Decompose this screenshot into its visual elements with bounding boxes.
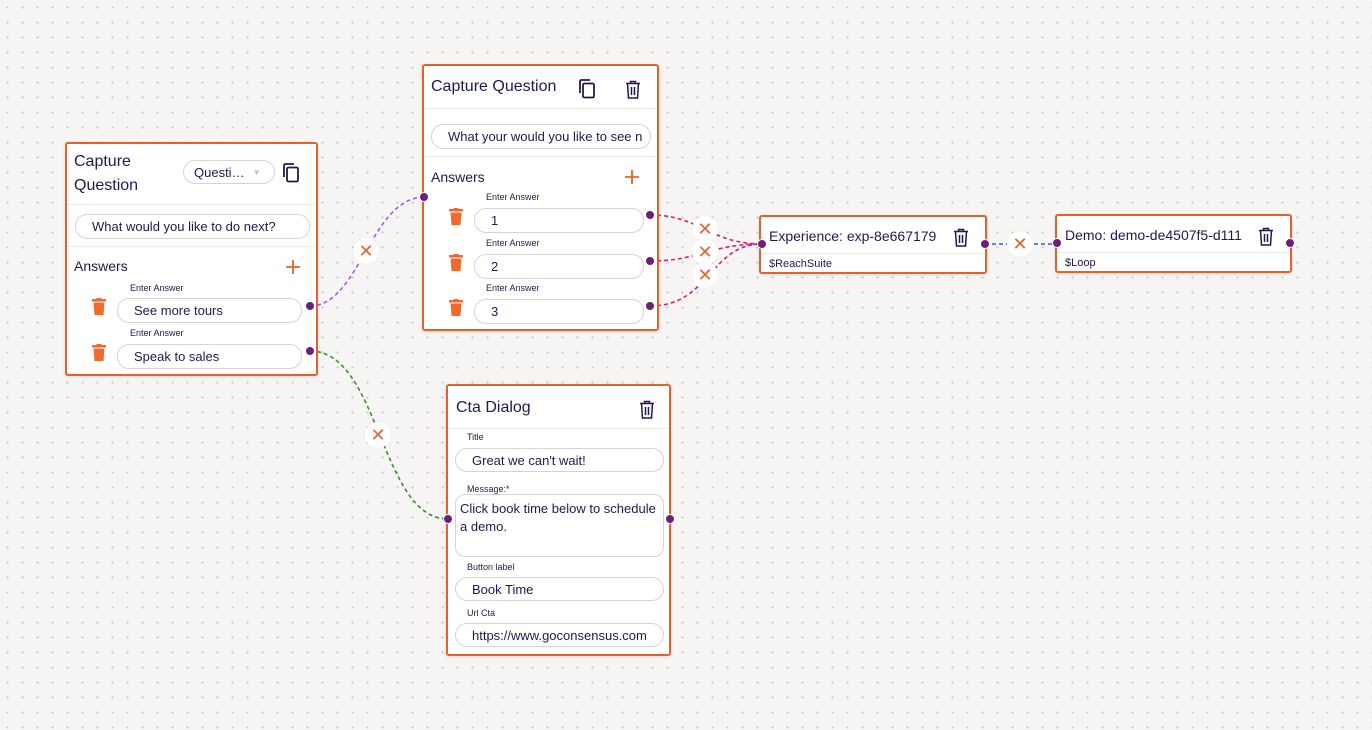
trash-icon: [449, 208, 463, 225]
url-input[interactable]: https://www.goconsensus.com: [455, 623, 664, 647]
x-icon: ✕: [697, 241, 713, 262]
divider: [67, 246, 316, 247]
node-subtitle: $Loop: [1065, 257, 1096, 269]
demo-node[interactable]: Demo: demo-de4507f5-d111 $Loop: [1055, 214, 1292, 273]
add-answer-button[interactable]: [622, 167, 642, 187]
cta-dialog-node[interactable]: Cta Dialog Title Great we can't wait! Me…: [446, 384, 671, 656]
capture-question-node-1[interactable]: Capture Question Questi… ▼ What would you…: [65, 142, 318, 376]
button-label-input[interactable]: Book Time: [455, 577, 664, 601]
divider: [761, 253, 985, 254]
remove-edge-button[interactable]: ✕: [365, 422, 391, 448]
answer-input[interactable]: 1: [474, 208, 644, 233]
plus-icon: [286, 260, 300, 274]
node-title: Capture Question: [74, 153, 139, 194]
delete-answer-button[interactable]: [449, 208, 463, 230]
delete-answer-button[interactable]: [92, 298, 106, 320]
delete-answer-button[interactable]: [92, 344, 106, 366]
delete-answer-button[interactable]: [449, 299, 463, 321]
copy-button[interactable]: [280, 161, 302, 185]
output-handle[interactable]: [1285, 238, 1295, 248]
input-handle[interactable]: [443, 514, 453, 524]
node-title: Capture Question: [431, 78, 557, 95]
output-handle-answer-1[interactable]: [305, 301, 315, 311]
trash-icon: [92, 344, 106, 361]
x-icon: ✕: [1012, 233, 1028, 254]
x-icon: ✕: [697, 264, 713, 285]
output-handle-answer-2[interactable]: [645, 256, 655, 266]
input-handle[interactable]: [419, 192, 429, 202]
capture-question-node-2[interactable]: Capture Question What your would you lik…: [422, 64, 659, 331]
trash-icon: [954, 228, 968, 247]
answer-input[interactable]: Speak to sales: [117, 344, 302, 369]
message-field-label: Message:*: [467, 484, 510, 494]
answers-label: Answers: [431, 169, 485, 185]
node-title: Experience: exp-8e667179: [769, 228, 937, 244]
answer-input[interactable]: 2: [474, 254, 644, 279]
delete-node-button[interactable]: [950, 225, 972, 249]
plus-icon: [625, 170, 639, 184]
answer-label: Enter Answer: [130, 328, 184, 338]
remove-edge-button[interactable]: ✕: [692, 262, 718, 288]
url-field-label: Url Cta: [467, 608, 496, 618]
trash-icon: [92, 298, 106, 315]
add-answer-button[interactable]: [283, 257, 303, 277]
divider: [448, 428, 669, 429]
delete-node-button[interactable]: [636, 397, 658, 421]
answer-label: Enter Answer: [486, 238, 540, 248]
divider: [424, 108, 657, 109]
trash-icon: [640, 400, 654, 419]
answer-label: Enter Answer: [130, 283, 184, 293]
remove-edge-button[interactable]: ✕: [353, 238, 379, 264]
output-handle-answer-1[interactable]: [645, 210, 655, 220]
remove-edge-button[interactable]: ✕: [692, 239, 718, 265]
copy-icon: [283, 163, 299, 183]
node-title: Demo: demo-de4507f5-d111: [1065, 227, 1242, 243]
copy-icon: [579, 79, 595, 99]
delete-node-button[interactable]: [1255, 224, 1277, 248]
input-handle[interactable]: [757, 239, 767, 249]
delete-node-button[interactable]: [622, 77, 644, 101]
answer-label: Enter Answer: [486, 283, 540, 293]
answers-label: Answers: [74, 258, 128, 274]
node-subtitle: $ReachSuite: [769, 258, 832, 270]
chevron-down-icon: ▼: [252, 167, 261, 177]
experience-node[interactable]: Experience: exp-8e667179 $ReachSuite: [759, 215, 987, 274]
answer-input[interactable]: 3: [474, 299, 644, 324]
x-icon: ✕: [358, 240, 374, 261]
divider: [1057, 252, 1290, 253]
trash-icon: [626, 80, 640, 99]
remove-edge-button[interactable]: ✕: [1007, 231, 1033, 257]
node-title: Cta Dialog: [456, 399, 531, 416]
output-handle[interactable]: [980, 239, 990, 249]
answer-input[interactable]: See more tours: [117, 298, 302, 323]
edge-see-more-tours: [309, 196, 426, 307]
x-icon: ✕: [370, 424, 386, 445]
title-input[interactable]: Great we can't wait!: [455, 448, 664, 472]
remove-edge-button[interactable]: ✕: [692, 216, 718, 242]
button-label-field-label: Button label: [467, 562, 515, 572]
delete-answer-button[interactable]: [449, 254, 463, 276]
trash-icon: [449, 299, 463, 316]
question-input[interactable]: What would you like to do next?: [75, 214, 310, 239]
input-handle[interactable]: [1052, 238, 1062, 248]
question-input[interactable]: What your would you like to see n: [431, 124, 651, 149]
copy-button[interactable]: [576, 77, 598, 101]
title-field-label: Title: [467, 432, 484, 442]
trash-icon: [449, 254, 463, 271]
message-textarea[interactable]: Click book time below to schedule a demo…: [455, 494, 664, 557]
output-handle-answer-3[interactable]: [645, 301, 655, 311]
output-handle[interactable]: [665, 514, 675, 524]
trash-icon: [1259, 227, 1273, 246]
output-handle-answer-2[interactable]: [305, 346, 315, 356]
answer-label: Enter Answer: [486, 192, 540, 202]
divider: [424, 156, 657, 157]
divider: [67, 204, 316, 205]
select-value: Questi…: [194, 164, 245, 180]
x-icon: ✕: [697, 218, 713, 239]
question-type-select[interactable]: Questi… ▼: [183, 160, 275, 184]
